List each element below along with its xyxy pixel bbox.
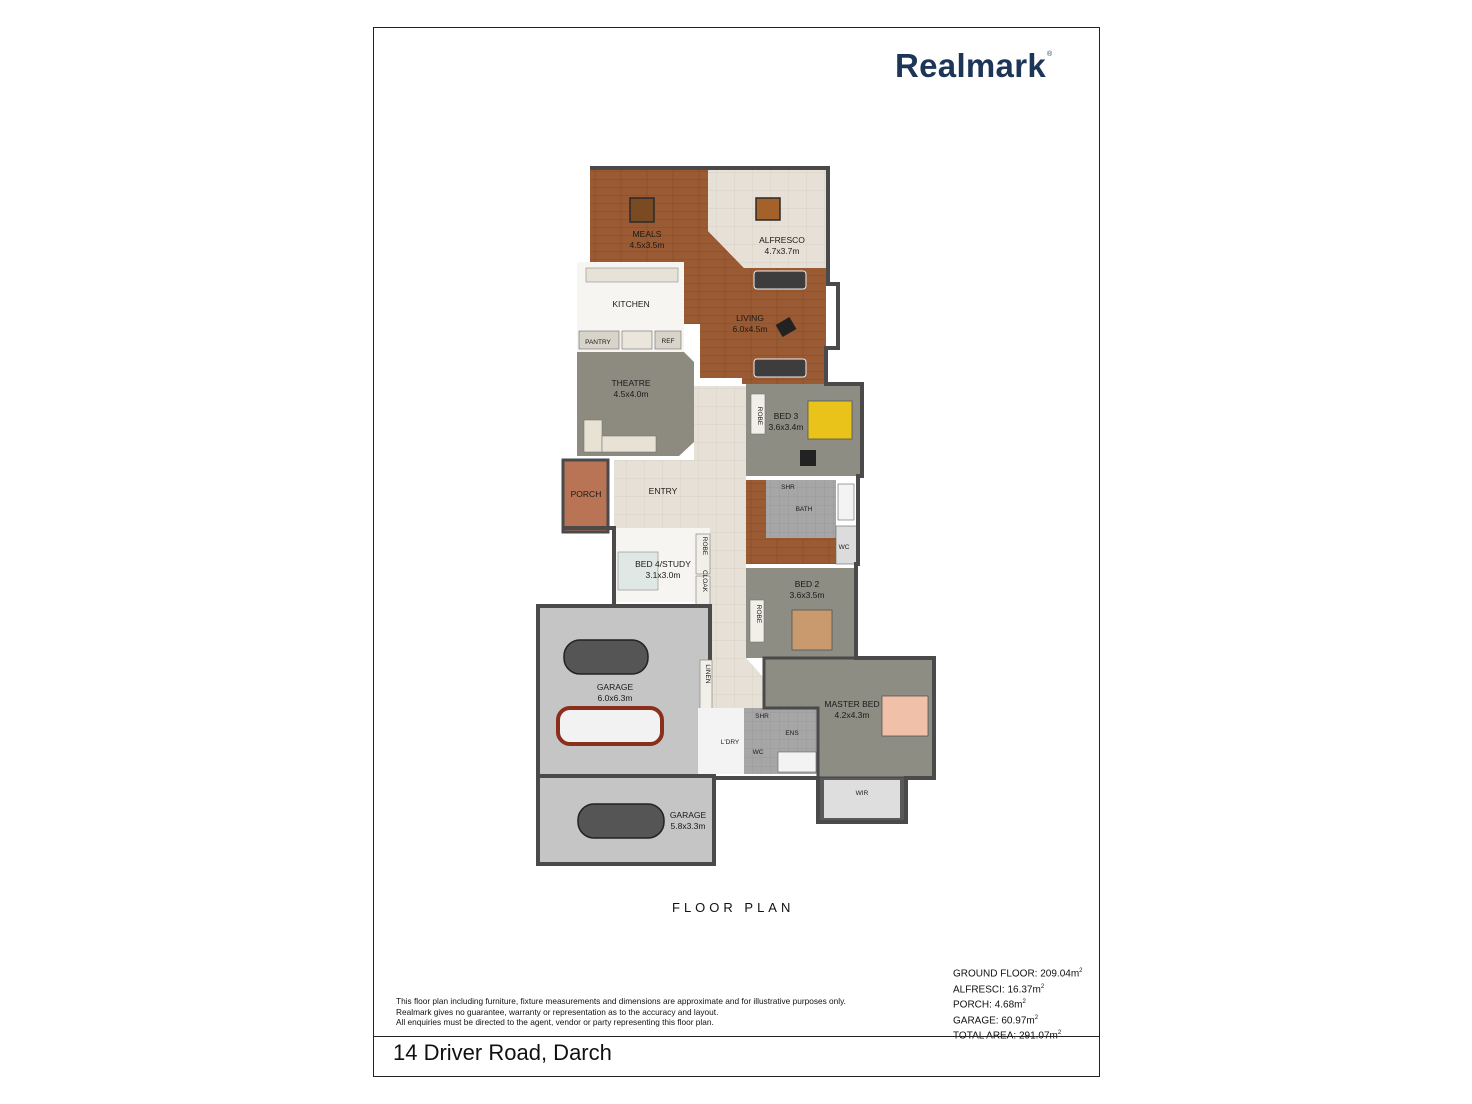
disclaimer-line: Realmark gives no guarantee, warranty or… [396,1006,719,1017]
kitchen-label: KITCHEN [612,299,649,309]
address-divider [374,1036,1099,1037]
ens-shr-label: SHR [755,713,769,720]
porch-room: PORCH [561,458,610,534]
linen-label: LINEN [704,664,711,683]
living-label: LIVING [736,313,764,323]
garage2-label: GARAGE [670,810,707,820]
plan-title: FLOOR PLAN [672,900,795,915]
kitchen-room: KITCHEN PANTRY REF [577,262,684,352]
pantry-label: PANTRY [585,339,611,346]
bed3-room: ROBE BED 3 3.6x3.4m [746,384,862,476]
theatre-size: 4.5x4.0m [614,389,649,399]
property-address: 14 Driver Road, Darch [393,1040,612,1065]
bed3-robe-label: ROBE [756,407,763,426]
theatre-label: THEATRE [611,378,650,388]
bed2-room: ROBE BED 2 3.6x3.5m [746,568,856,658]
garage2-size: 5.8x3.3m [671,821,706,831]
living-size: 6.0x4.5m [733,324,768,334]
bed2-label: BED 2 [795,579,820,589]
exterior-walls [536,166,936,866]
bed2-size: 3.6x3.5m [790,590,825,600]
theatre-room: THEATRE 4.5x4.0m [577,352,694,456]
area-ground-floor: GROUND FLOOR: 209.04m2 [953,968,1083,980]
bed4-robe-label: ROBE [701,537,708,556]
floor-plan-drawing: MEALS 4.5x3.5m ALFRESCO 4.7x3.7m KITCHEN… [536,166,936,866]
area-porch: PORCH: 4.68m2 [953,999,1026,1011]
garage-secondary: GARAGE 5.8x3.3m [536,774,716,866]
porch-label: PORCH [571,489,602,499]
entry-label: ENTRY [649,486,678,496]
bed4-size: 3.1x3.0m [646,570,681,580]
cloak-label: CLOAK [701,570,708,593]
bed3-label: BED 3 [774,411,799,421]
realmark-logo: Realmark® [895,47,1053,84]
area-summary: GROUND FLOOR: 209.04m2 ALFRESCI: 16.37m2… [953,965,1083,1043]
disclaimer-line: This floor plan including furniture, fix… [396,996,846,1006]
area-alfresco: ALFRESCI: 16.37m2 [953,983,1045,995]
bath-wc-label: WC [839,544,850,551]
bed4-study-room: ROBE CLOAK BED 4/STUDY 3.1x3.0m [614,528,711,607]
disclaimer-line: All enquiries must be directed to the ag… [396,1017,714,1027]
living-room: LIVING 6.0x4.5m [733,270,807,378]
entry-hall: ENTRY [614,386,764,768]
bed3-size: 3.6x3.4m [769,422,804,432]
garage1-label: GARAGE [597,682,634,692]
area-garage: GARAGE: 60.97m2 [953,1014,1039,1026]
ens-label: ENS [785,730,799,737]
bath-shr-label: SHR [781,484,795,491]
alfresco-label: ALFRESCO [759,235,805,245]
master-bed-room: WIR MASTER BED 4.2x4.3m [762,656,936,822]
garage1-size: 6.0x6.3m [598,693,633,703]
meals-label: MEALS [633,229,662,239]
disclaimer: This floor plan including furniture, fix… [396,996,846,1028]
alfresco-size: 4.7x3.7m [765,246,800,256]
master-size: 4.2x4.3m [835,710,870,720]
area-total: TOTAL AREA: 291.07m2 [953,1030,1062,1042]
master-label: MASTER BED [824,699,879,709]
meals-size: 4.5x3.5m [630,240,665,250]
bath-room: SHR BATH WC [746,480,859,565]
ens-wc-label: WC [753,749,764,756]
floor-plan-sheet: Realmark® MEALS 4.5x3.5m [373,27,1100,1077]
ref-label: REF [662,338,675,345]
ldry-label: L'DRY [721,739,740,746]
alfresco-room: ALFRESCO 4.7x3.7m [708,168,828,268]
meals-room: MEALS 4.5x3.5m [590,168,826,384]
bed2-robe-label: ROBE [755,605,762,624]
ensuite-laundry-block: L'DRY SHR ENS WC [698,708,818,774]
wir-label: WIR [856,790,869,797]
bath-label: BATH [796,506,813,513]
garage-main: LINEN GARAGE 6.0x6.3m [536,604,713,778]
bed4-label: BED 4/STUDY [635,559,691,569]
